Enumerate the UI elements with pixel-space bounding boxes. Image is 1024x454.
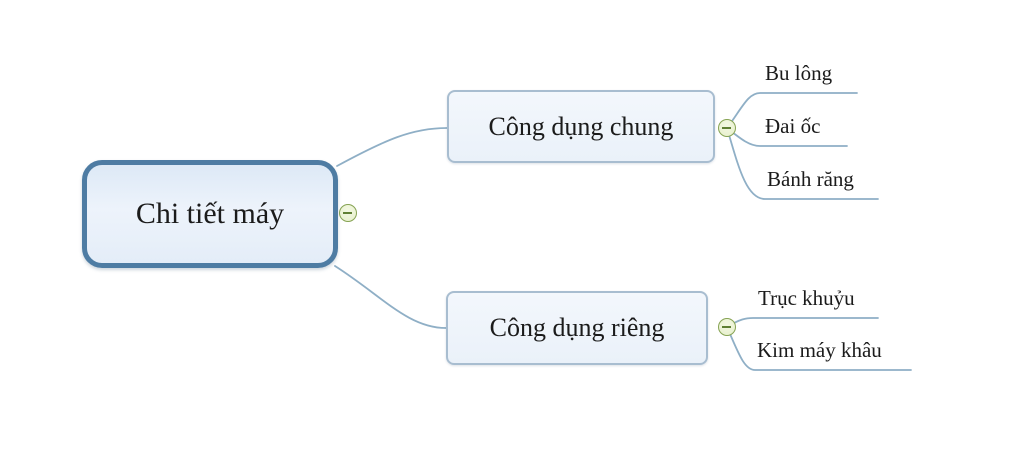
edge-branch1-to-leaf-banh-rang [726,127,879,200]
node-leaf-dai-oc[interactable]: Đai ốc [765,114,820,139]
node-leaf-truc-khuyu[interactable]: Trục khuỷu [758,286,855,311]
edge-root-to-branch-2 [334,265,447,329]
collapse-toggle-root minus-circle-icon[interactable] [339,204,357,222]
node-branch-cong-dung-rieng[interactable]: Công dụng riêng [446,291,708,365]
node-root[interactable]: Chi tiết máy [82,160,338,268]
leaf-label: Bánh răng [767,167,854,191]
leaf-label: Bu lông [765,61,833,85]
minus-icon [343,212,352,214]
edge-root-to-branch-1 [336,127,448,167]
edge-branch2-to-leaf-truc-khuyu [726,317,879,328]
node-branch-cong-dung-chung[interactable]: Công dụng chung [447,90,715,163]
node-branch-label: Công dụng riêng [489,313,665,342]
leaf-label: Trục khuỷu [758,286,855,310]
minus-icon [722,127,731,129]
minus-icon [722,326,731,328]
collapse-toggle-branch-1 minus-circle-icon[interactable] [718,119,736,137]
node-leaf-banh-rang[interactable]: Bánh răng [767,167,854,192]
leaf-label: Đai ốc [765,114,821,138]
node-root-label: Chi tiết máy [135,197,285,230]
leaf-label: Kim máy khâu [757,338,882,362]
node-branch-label: Công dụng chung [488,111,674,141]
node-leaf-kim-may-khau[interactable]: Kim máy khâu [757,338,882,363]
collapse-toggle-branch-2 minus-circle-icon[interactable] [718,318,736,336]
node-leaf-bu-long[interactable]: Bu lông [765,61,832,86]
